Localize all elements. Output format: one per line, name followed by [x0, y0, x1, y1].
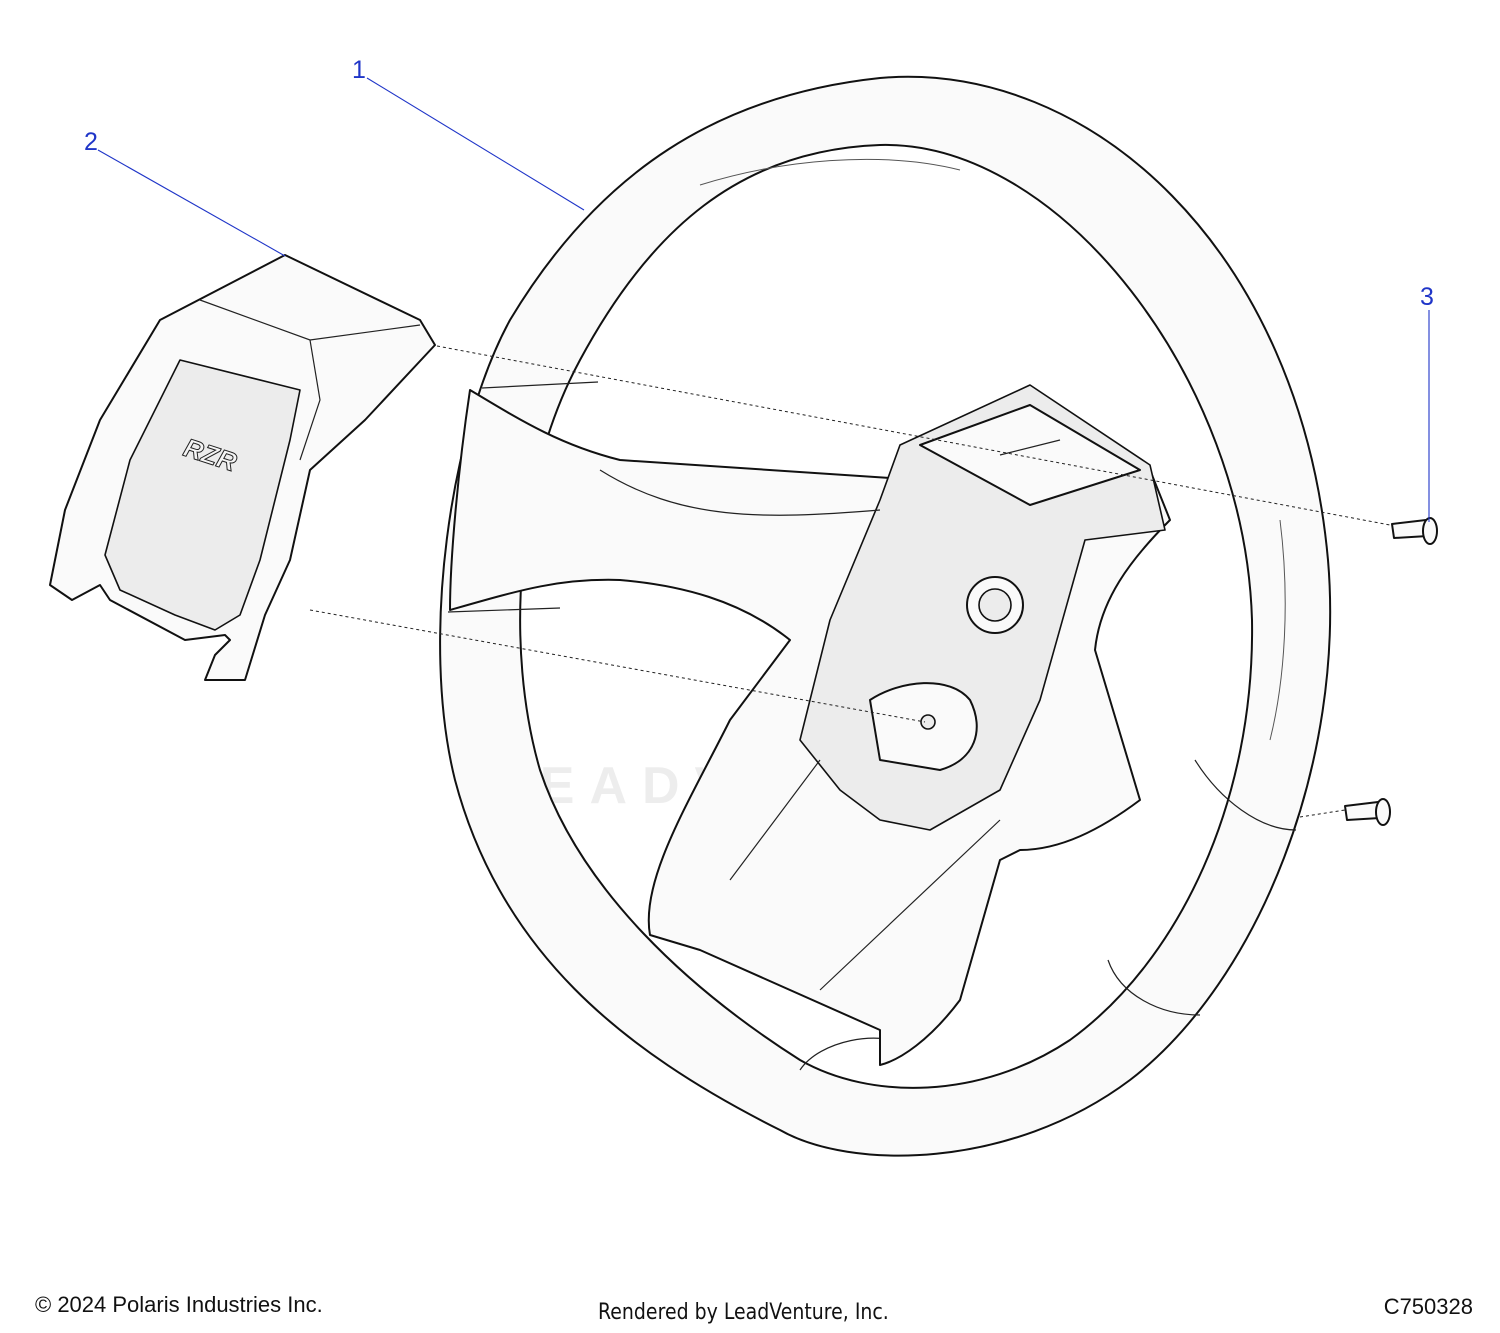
diagram-code: C750328	[1383, 1294, 1473, 1319]
spoke-edge-bottom-right	[819, 819, 1001, 991]
hub-slot	[999, 439, 1061, 456]
callout-2-leader	[97, 149, 286, 257]
spoke-edge-bottom-left	[729, 759, 821, 881]
steering-wheel[interactable]	[439, 75, 1332, 1157]
center-cover-face	[104, 359, 301, 631]
hub-top-face	[919, 404, 1141, 506]
cover-side-fold	[299, 339, 321, 461]
steering-wheel-rim	[439, 75, 1332, 1157]
rendered-by-text: Rendered by LeadVenture, Inc.	[598, 1300, 889, 1325]
assembly-line-cover-lower	[309, 609, 926, 723]
hub-bore-inner	[978, 588, 1012, 622]
rim-highlight-right	[1269, 519, 1286, 741]
rim-seam-lower-left	[447, 607, 561, 613]
copyright-text: © 2024 Polaris Industries Inc.	[35, 1292, 323, 1317]
spoke-edge-left	[599, 469, 881, 516]
callout-2-number: 2	[84, 128, 98, 156]
screw-lower[interactable]	[1344, 798, 1391, 826]
callout-3-number: 3	[1420, 283, 1434, 311]
center-cover[interactable]: RZR	[49, 254, 436, 681]
callout-1-number: 1	[352, 56, 366, 84]
screw-lower-head	[1375, 798, 1391, 826]
callout-1-leader	[366, 77, 585, 211]
rim-seam-right	[1194, 759, 1297, 831]
lower-mount-hole	[920, 714, 936, 730]
screw-upper[interactable]	[1391, 517, 1438, 545]
rim-highlight-top	[699, 158, 961, 186]
assembly-line-screw-lower	[1299, 809, 1346, 818]
screw-lower-shank	[1344, 801, 1381, 821]
rim-seam-lower-right	[1107, 959, 1201, 1016]
screw-upper-head	[1422, 517, 1438, 545]
rim-seam-upper-left	[481, 381, 599, 389]
